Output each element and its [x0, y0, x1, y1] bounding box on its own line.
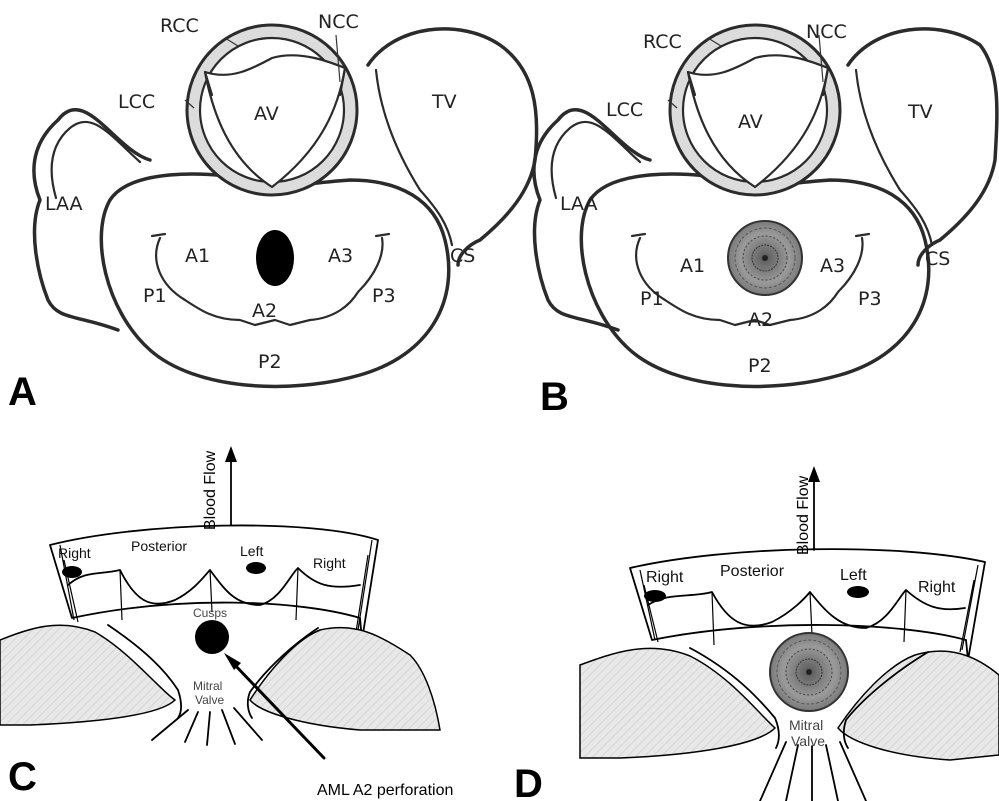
- label-a2: A2: [252, 300, 277, 322]
- label-blood-flow: Blood Flow: [202, 450, 219, 530]
- lv-wall-left-d: [580, 648, 775, 758]
- label-ncc-b: NCC: [806, 21, 847, 43]
- leaflet-hook-left: [152, 234, 165, 236]
- panel-d: Blood Flow Right Posterior Left Right Mi…: [514, 466, 999, 801]
- label-av-b: AV: [738, 111, 763, 133]
- label-valve-c: Valve: [195, 693, 224, 707]
- lv-wall-right-d: [838, 651, 999, 760]
- caption-perforation: AML A2 perforation: [317, 782, 453, 799]
- label-left-d: Left: [840, 567, 867, 584]
- label-p3-b: P3: [858, 288, 882, 310]
- label-right-d2: Right: [918, 579, 956, 596]
- label-mitral-c: Mitral: [193, 679, 222, 693]
- label-p3: P3: [372, 285, 396, 307]
- label-p2: P2: [258, 351, 282, 373]
- blood-flow-arrowhead: [225, 446, 237, 462]
- label-right-c1: Right: [58, 545, 91, 561]
- coronary-ostium-right: [62, 566, 82, 578]
- occluder-device-d: [770, 633, 848, 711]
- label-rcc: RCC: [160, 15, 199, 37]
- leaflet-hook-right: [376, 234, 389, 236]
- label-lcc: LCC: [118, 91, 155, 113]
- label-left-c: Left: [240, 543, 263, 559]
- panel-letter-d: D: [514, 762, 543, 801]
- mitral-chordae-d: [760, 742, 866, 801]
- label-tv: TV: [431, 91, 457, 113]
- label-av: AV: [254, 103, 279, 125]
- laa-inner-outline-b: [552, 122, 640, 198]
- label-p1-b: P1: [640, 288, 664, 310]
- leaflet-hook-right-b: [856, 234, 869, 236]
- cs-inner-outline-b: [856, 70, 932, 245]
- cusps-line: [68, 568, 360, 605]
- panel-letter-a: A: [8, 370, 37, 414]
- label-a3-b: A3: [820, 255, 845, 277]
- tv-outline: [368, 29, 537, 265]
- panel-a: RCC NCC LCC AV TV LAA CS A1 A3 A2 P1 P3 …: [8, 11, 537, 414]
- label-p1: P1: [143, 285, 167, 307]
- coronary-ostium-left: [246, 562, 266, 574]
- label-a2-b: A2: [748, 309, 773, 331]
- panel-c: Blood Flow Right Posterior Left Right Cu…: [0, 446, 453, 799]
- label-tv-b: TV: [907, 101, 933, 123]
- label-a1: A1: [185, 245, 210, 267]
- perforation-c: [195, 620, 229, 654]
- label-right-d1: Right: [646, 569, 684, 586]
- label-right-c2: Right: [313, 555, 346, 571]
- lv-wall-left: [0, 625, 175, 725]
- panel-letter-c: C: [8, 755, 37, 799]
- label-rcc-b: RCC: [643, 31, 682, 53]
- label-posterior-c: Posterior: [131, 538, 187, 554]
- label-lcc-b: LCC: [606, 99, 643, 121]
- label-ncc: NCC: [318, 11, 359, 33]
- label-cs-b: CS: [925, 248, 950, 270]
- laa-outline: [34, 110, 150, 330]
- lv-wall-right: [250, 628, 440, 730]
- label-blood-flow-d: Blood Flow: [795, 475, 812, 555]
- label-cusps-c: Cusps: [193, 606, 227, 620]
- label-a1-b: A1: [680, 255, 705, 277]
- panel-b: RCC NCC LCC AV TV LAA CS A1 A3 A2 P1 P3 …: [534, 21, 997, 419]
- panel-letter-b: B: [540, 375, 569, 419]
- label-p2-b: P2: [748, 355, 772, 377]
- label-a3: A3: [328, 245, 353, 267]
- label-laa-b: LAA: [560, 193, 598, 215]
- coronary-ostium-right-d: [644, 590, 666, 602]
- leaflet-hook-left-b: [632, 234, 645, 236]
- label-cs: CS: [450, 245, 475, 267]
- coronary-ostium-left-d: [847, 586, 869, 598]
- label-valve-d: Valve: [791, 733, 825, 749]
- perforation-a: [256, 230, 294, 286]
- occluder-device-b: [728, 221, 802, 295]
- mitral-chordae: [152, 708, 262, 745]
- label-laa: LAA: [45, 193, 83, 215]
- label-mitral-d: Mitral: [789, 717, 823, 733]
- label-posterior-d: Posterior: [720, 563, 785, 580]
